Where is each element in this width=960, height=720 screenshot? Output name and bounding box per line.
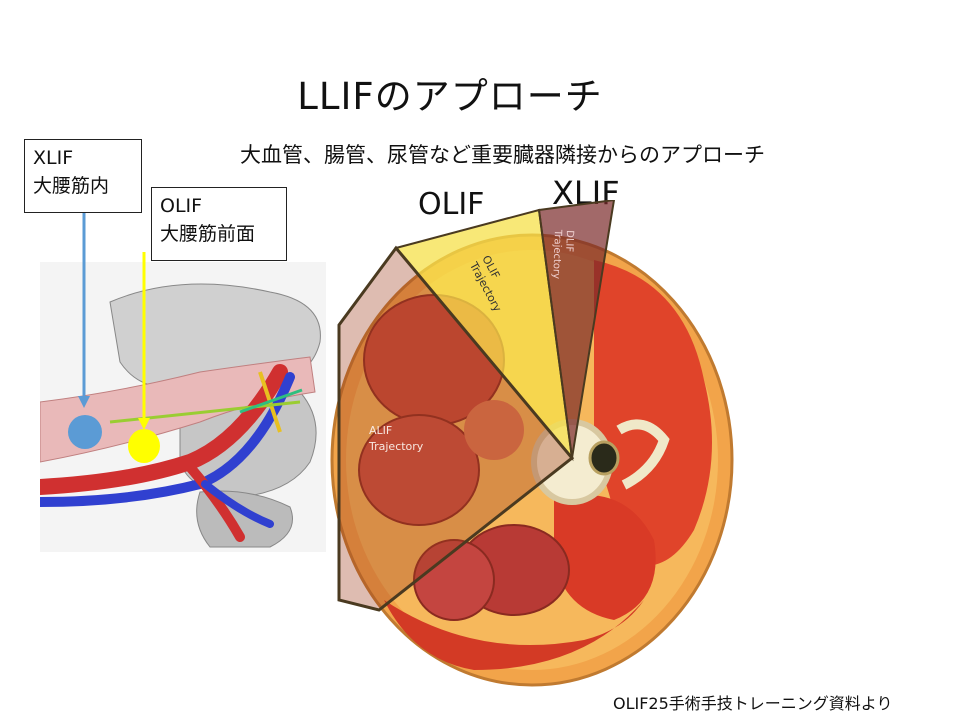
- xlif-label-desc: 大腰筋内: [33, 175, 110, 197]
- olif-section-label: OLIF: [418, 187, 485, 222]
- dlif-trajectory-label-1: DLIF: [563, 230, 575, 253]
- olif-arrow: [138, 252, 150, 430]
- olif-label-box: OLIF 大腰筋前面: [151, 187, 287, 261]
- dlif-trajectory-label-2: Trajectory: [550, 228, 563, 279]
- alif-trajectory-label-2: Trajectory: [368, 440, 424, 453]
- xlif-label-box: XLIF 大腰筋内: [24, 139, 142, 213]
- source-credit: OLIF25手術手技トレーニング資料より: [613, 694, 893, 713]
- xlif-arrow: [78, 208, 90, 408]
- xlif-target-dot: [68, 415, 102, 449]
- olif-label-desc: 大腰筋前面: [160, 223, 256, 245]
- slide-title: LLIFのアプローチ: [297, 75, 603, 118]
- slide-subtitle: 大血管、腸管、尿管など重要臓器隣接からのアプローチ: [240, 143, 765, 167]
- xlif-label-title: XLIF: [33, 147, 74, 169]
- alif-trajectory-label-1: ALIF: [369, 424, 392, 437]
- spine-illustration: [40, 262, 326, 552]
- cross-section-illustration: OLIF Trajectory DLIF Trajectory ALIF Tra…: [330, 200, 734, 687]
- olif-target-dot: [128, 429, 160, 463]
- olif-label-title: OLIF: [160, 195, 203, 217]
